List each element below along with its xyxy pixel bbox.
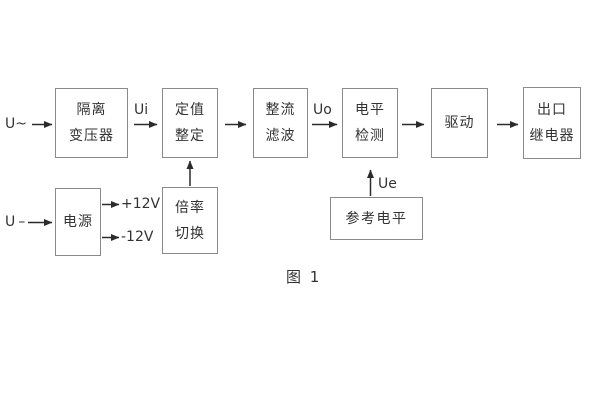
block-label: 出口: [537, 102, 567, 118]
signal-input-ac-label: U~: [5, 116, 27, 132]
block-rectifier-filter: 整流 滤波: [253, 88, 308, 158]
signal-uo-label: Uo: [313, 102, 332, 118]
signal-ui-label: Ui: [134, 102, 149, 118]
block-power-supply: 电源: [55, 188, 101, 256]
block-setting-adjust: 定值 整定: [162, 88, 218, 158]
block-multiplier-switch: 倍率 切换: [162, 187, 218, 254]
block-drive: 驱动: [431, 88, 488, 158]
signal-minus12v-label: -12V: [121, 229, 154, 245]
block-label: 切换: [175, 225, 205, 242]
block-label: 整定: [175, 128, 205, 144]
block-label: 隔离: [76, 102, 107, 118]
block-isolation-transformer: 隔离 变压器: [55, 88, 128, 158]
block-label: 电平: [355, 102, 385, 118]
block-label: 检测: [355, 128, 385, 144]
signal-input-dc-label: U–: [5, 214, 29, 230]
block-label: 驱动: [444, 115, 475, 131]
block-output-relay: 出口 继电器: [523, 87, 581, 159]
signal-ue-label: Ue: [378, 176, 397, 192]
signal-plus12v-label: +12V: [121, 196, 161, 212]
block-label: 定值: [175, 102, 205, 118]
block-label: 倍率: [175, 199, 205, 216]
block-label: 变压器: [69, 128, 114, 144]
block-label: 继电器: [529, 128, 575, 144]
figure-caption: 图 1: [286, 268, 322, 286]
block-label: 参考电平: [345, 210, 408, 227]
block-level-detect: 电平 检测: [342, 88, 398, 158]
block-reference-level: 参考电平: [330, 197, 423, 240]
block-label: 滤波: [265, 128, 296, 144]
block-label: 整流: [265, 102, 296, 118]
block-label: 电源: [63, 214, 93, 230]
